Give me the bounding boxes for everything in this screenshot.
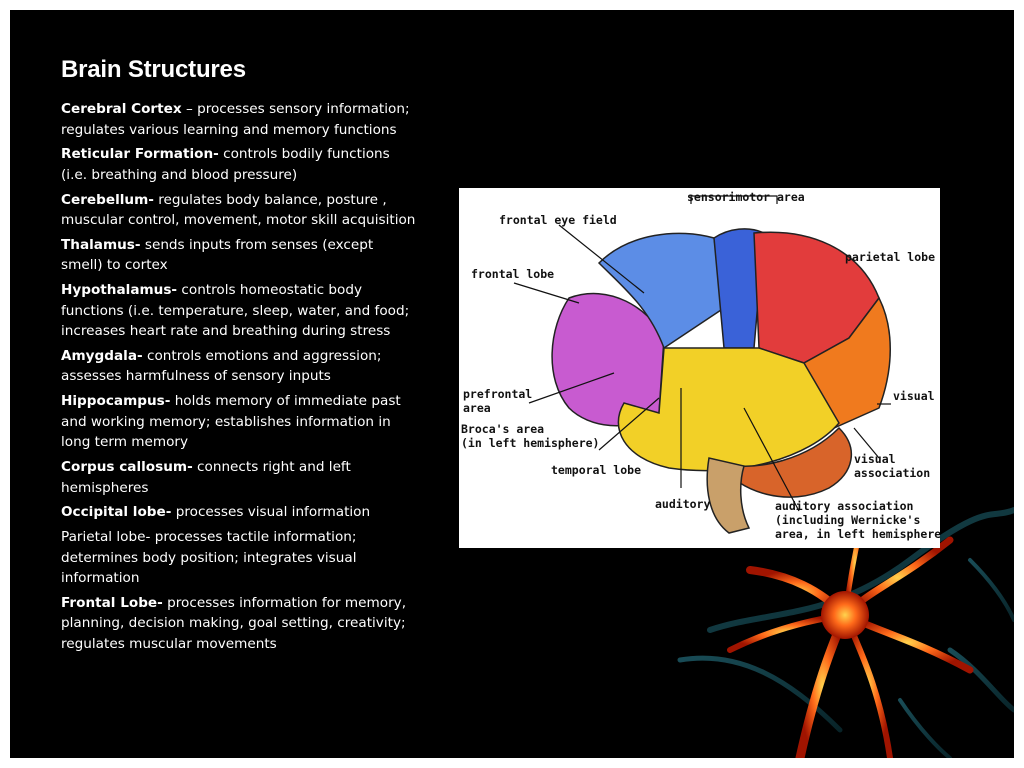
label-auditory: auditory [655,497,710,511]
list-item: Amygdala- controls emotions and aggressi… [61,346,416,387]
list-item: Cerebral Cortex – processes sensory info… [61,99,416,140]
item-term: Reticular Formation- [61,146,219,163]
item-desc: controls bodily functions (i.e. breathin… [61,146,390,183]
label-parietal: parietal lobe [845,250,935,264]
item-term: Thalamus- [61,236,141,253]
brain-diagram: sensorimotor area frontal eye field pari… [459,188,940,548]
label-visual: visual [893,389,935,403]
label-frontal-eye: frontal eye field [499,213,617,227]
list-item: Hypothalamus- controls homeostatic body … [61,280,416,342]
label-auditory-association: (including Wernicke's [775,513,920,527]
item-term: Cerebral Cortex [61,101,182,117]
list-item: Hippocampus- holds memory of immediate p… [61,391,416,453]
label-frontal: frontal lobe [471,267,554,281]
item-desc: controls emotions and aggression; assess… [61,347,382,385]
item-term: Occipital lobe- [61,504,172,521]
label-auditory-association: auditory association [775,499,914,513]
list-item: Thalamus- sends inputs from senses (exce… [61,235,416,276]
item-desc: connects right and left hemispheres [61,459,351,496]
structure-list: Cerebral Cortex – processes sensory info… [61,99,416,659]
label-visual-association: visual [854,452,896,466]
slide: Brain Structures Cerebral Cortex – proce… [10,10,1014,758]
label-auditory-association: area, in left hemisphere) [775,527,940,541]
item-desc: sends inputs from senses (except smell) … [61,236,374,274]
slide-title: Brain Structures [61,56,246,83]
brainstem-region [706,457,751,534]
label-broca: Broca's area [461,422,544,436]
item-term: Amygdala- [61,347,143,364]
item-desc: processes visual information [171,504,371,521]
item-desc: regulates body balance, posture , muscul… [61,191,416,229]
item-term: Frontal Lobe- [61,594,163,611]
item-desc: – processes sensory information; regulat… [61,101,410,138]
frontal-lobe-region [551,292,665,427]
brain-lobes [551,228,891,534]
item-term: Hypothalamus- [61,282,178,299]
list-item: Reticular Formation- controls bodily fun… [61,144,416,185]
cerebellum-region [717,426,853,498]
label-broca: (in left hemisphere) [461,436,599,450]
label-prefrontal: prefrontal [463,387,532,401]
occipital-region [803,296,891,429]
label-visual-association: association [854,466,930,480]
list-item: Parietal lobe- processes tactile informa… [61,527,416,589]
item-term: Cerebellum- [61,191,154,208]
label-prefrontal: area [463,401,491,415]
list-item: Frontal Lobe- processes information for … [61,593,416,655]
list-item: Cerebellum- regulates body balance, post… [61,190,416,231]
item-desc: processes information for memory, planni… [61,594,407,652]
list-item: Occipital lobe- processes visual informa… [61,502,416,523]
item-term: Corpus callosum- [61,459,193,476]
label-temporal: temporal lobe [551,463,641,477]
item-desc: Parietal lobe- processes tactile informa… [61,529,357,587]
sensorimotor-region [713,228,765,349]
item-desc: controls homeostatic body functions (i.e… [61,282,410,340]
label-sensorimotor: sensorimotor area [687,190,805,204]
item-desc: holds memory of immediate past and worki… [61,393,401,451]
item-term: Hippocampus- [61,393,171,410]
list-item: Corpus callosum- connects right and left… [61,457,416,498]
